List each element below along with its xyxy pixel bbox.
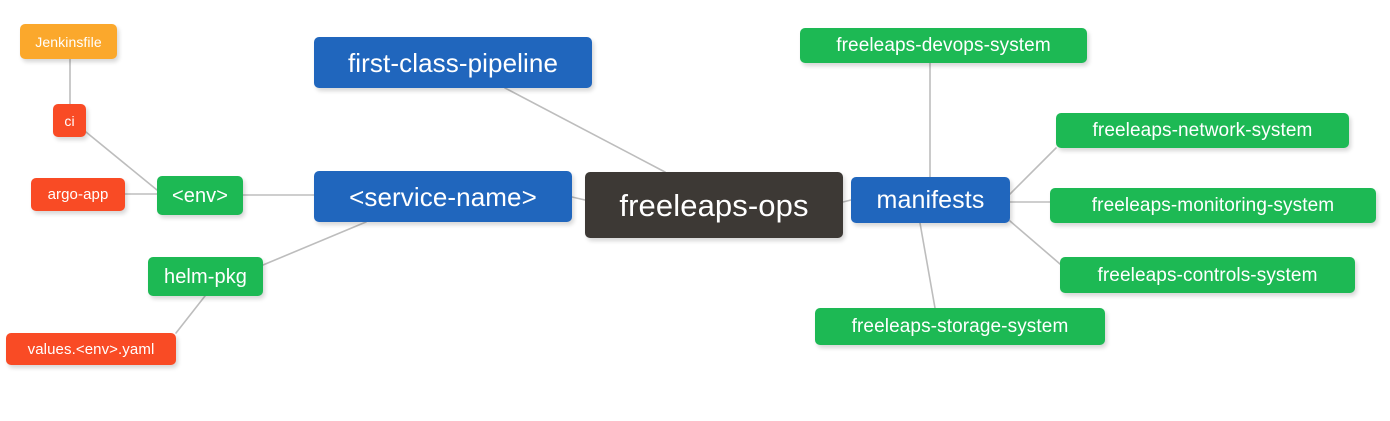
edge-freeleaps-controls-system-to-manifests — [1009, 220, 1061, 265]
node-label-argo-app: argo-app — [47, 186, 109, 203]
node-label-freeleaps-devops-system: freeleaps-devops-system — [836, 35, 1051, 56]
node-ci[interactable]: ci — [53, 104, 86, 137]
node-label-values-yaml: values.<env>.yaml — [27, 340, 155, 358]
node-helm-pkg[interactable]: helm-pkg — [148, 257, 263, 296]
edge-first-class-pipeline-to-freeleaps-ops — [504, 87, 666, 173]
node-argo-app[interactable]: argo-app — [31, 178, 125, 211]
edge-freeleaps-ops-to-manifests — [842, 199, 852, 203]
node-freeleaps-devops-system[interactable]: freeleaps-devops-system — [800, 28, 1087, 63]
node-env[interactable]: <env> — [157, 176, 243, 215]
node-label-service-name: <service-name> — [349, 181, 537, 212]
node-manifests[interactable]: manifests — [851, 177, 1010, 223]
node-freeleaps-monitoring-system[interactable]: freeleaps-monitoring-system — [1050, 188, 1376, 223]
edge-service-name-to-freeleaps-ops — [571, 196, 586, 201]
node-label-jenkinsfile: Jenkinsfile — [35, 33, 102, 50]
node-service-name[interactable]: <service-name> — [314, 171, 572, 222]
node-label-env: <env> — [171, 184, 229, 207]
node-label-freeleaps-storage-system: freeleaps-storage-system — [851, 316, 1069, 337]
edge-freeleaps-storage-system-to-manifests — [919, 222, 936, 309]
node-label-freeleaps-network-system: freeleaps-network-system — [1092, 120, 1313, 141]
node-freeleaps-storage-system[interactable]: freeleaps-storage-system — [815, 308, 1105, 345]
node-label-ci: ci — [64, 112, 75, 129]
node-jenkinsfile[interactable]: Jenkinsfile — [20, 24, 117, 59]
edge-values-yaml-to-helm-pkg — [175, 295, 206, 334]
node-freeleaps-network-system[interactable]: freeleaps-network-system — [1056, 113, 1349, 148]
node-label-freeleaps-monitoring-system: freeleaps-monitoring-system — [1091, 195, 1335, 216]
node-label-first-class-pipeline: first-class-pipeline — [347, 47, 559, 78]
node-freeleaps-controls-system[interactable]: freeleaps-controls-system — [1060, 257, 1355, 293]
edge-helm-pkg-to-service-name — [262, 221, 367, 266]
edge-freeleaps-network-system-to-manifests — [1009, 147, 1057, 195]
node-first-class-pipeline[interactable]: first-class-pipeline — [314, 37, 592, 88]
node-label-freeleaps-controls-system: freeleaps-controls-system — [1097, 264, 1318, 286]
node-freeleaps-ops[interactable]: freeleaps-ops — [585, 172, 843, 238]
node-label-freeleaps-ops: freeleaps-ops — [619, 187, 809, 223]
node-label-manifests: manifests — [876, 185, 985, 214]
node-values-yaml[interactable]: values.<env>.yaml — [6, 333, 176, 365]
node-label-helm-pkg: helm-pkg — [163, 265, 248, 288]
